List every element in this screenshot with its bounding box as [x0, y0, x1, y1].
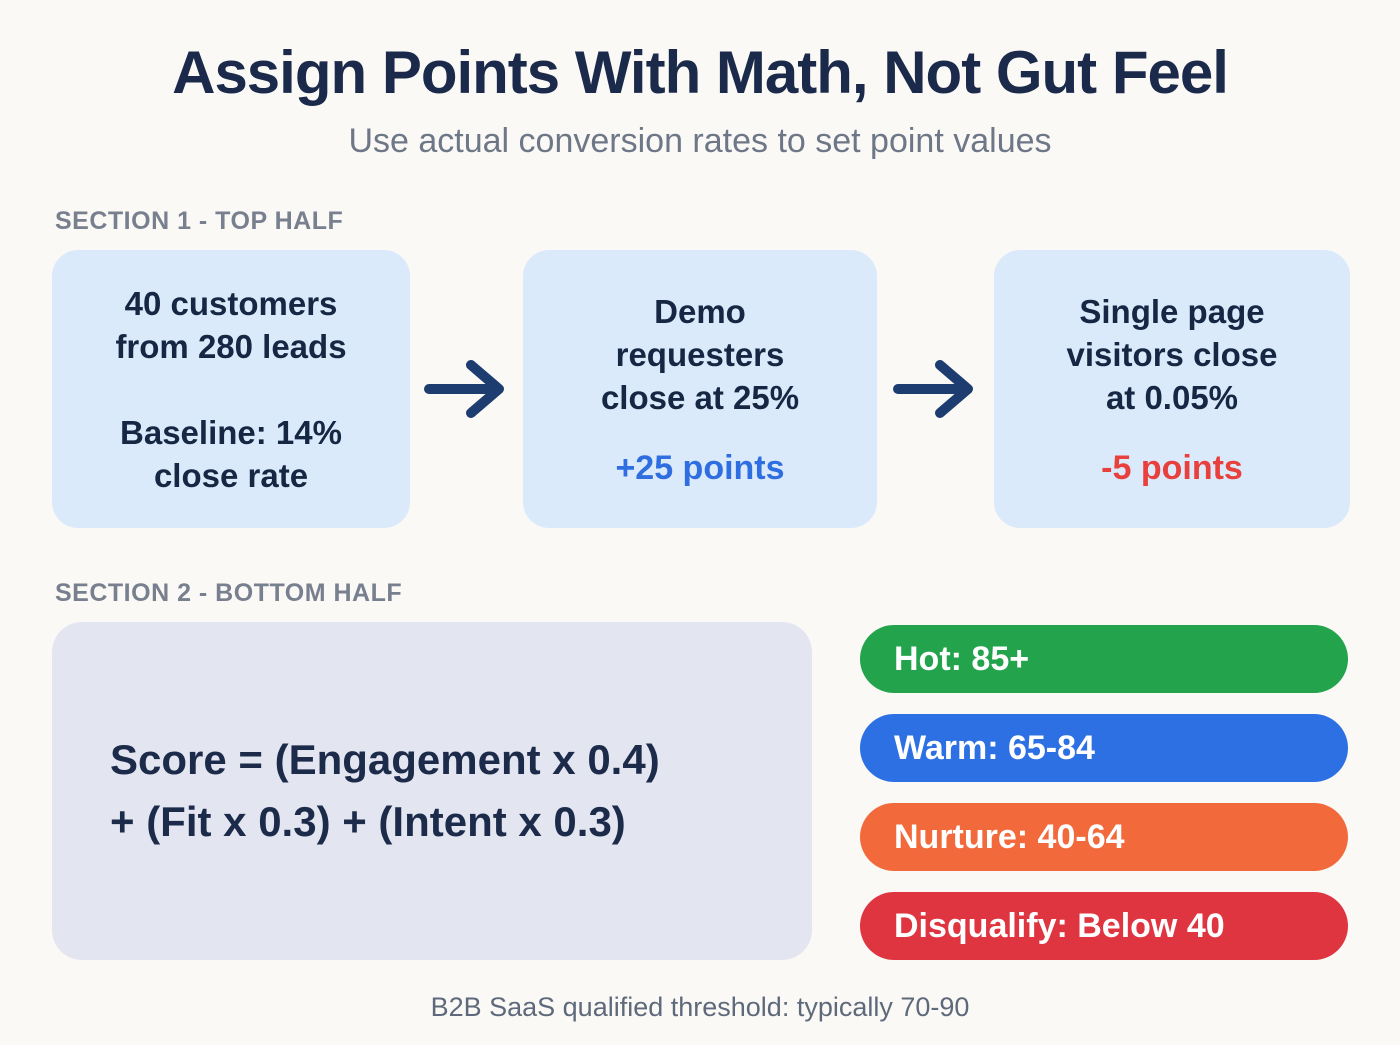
demo-card-text: Demo requesters close at 25% [600, 293, 800, 416]
single-page-card-text: Single page visitors close at 0.05% [1066, 293, 1278, 416]
formula-card: Score = (Engagement x 0.4) + (Fit x 0.3)… [52, 622, 812, 960]
footer-note: B2B SaaS qualified threshold: typically … [430, 992, 970, 1022]
right-arrow-icon [893, 360, 973, 418]
tier-pill-disqualify: Disqualify: Below 40 [860, 892, 1348, 960]
single-page-card-points: -5 points [1101, 449, 1243, 487]
metric-card-baseline: 40 customers from 280 leads Baseline: 14… [52, 250, 410, 528]
tier-pill-nurture: Nurture: 40-64 [860, 803, 1348, 871]
section1-label: SECTION 1 - TOP HALF [55, 207, 344, 235]
tier-pill-hot: Hot: 85+ [860, 625, 1348, 693]
page-subtitle: Use actual conversion rates to set point… [348, 122, 1052, 160]
demo-card-points: +25 points [615, 449, 785, 487]
tier-list: Hot: 85+ Warm: 65-84 Nurture: 40-64 Disq… [860, 625, 1348, 960]
right-arrow-icon [424, 360, 504, 418]
metric-card-single-page: Single page visitors close at 0.05% -5 p… [994, 250, 1350, 528]
section2-label: SECTION 2 - BOTTOM HALF [55, 579, 403, 607]
tier-pill-warm: Warm: 65-84 [860, 714, 1348, 782]
metric-card-demo-requesters: Demo requesters close at 25% +25 points [523, 250, 877, 528]
score-formula-text: Score = (Engagement x 0.4) + (Fit x 0.3)… [110, 736, 660, 845]
baseline-card-text: 40 customers from 280 leads Baseline: 14… [115, 284, 347, 494]
page-title: Assign Points With Math, Not Gut Feel [172, 39, 1229, 106]
